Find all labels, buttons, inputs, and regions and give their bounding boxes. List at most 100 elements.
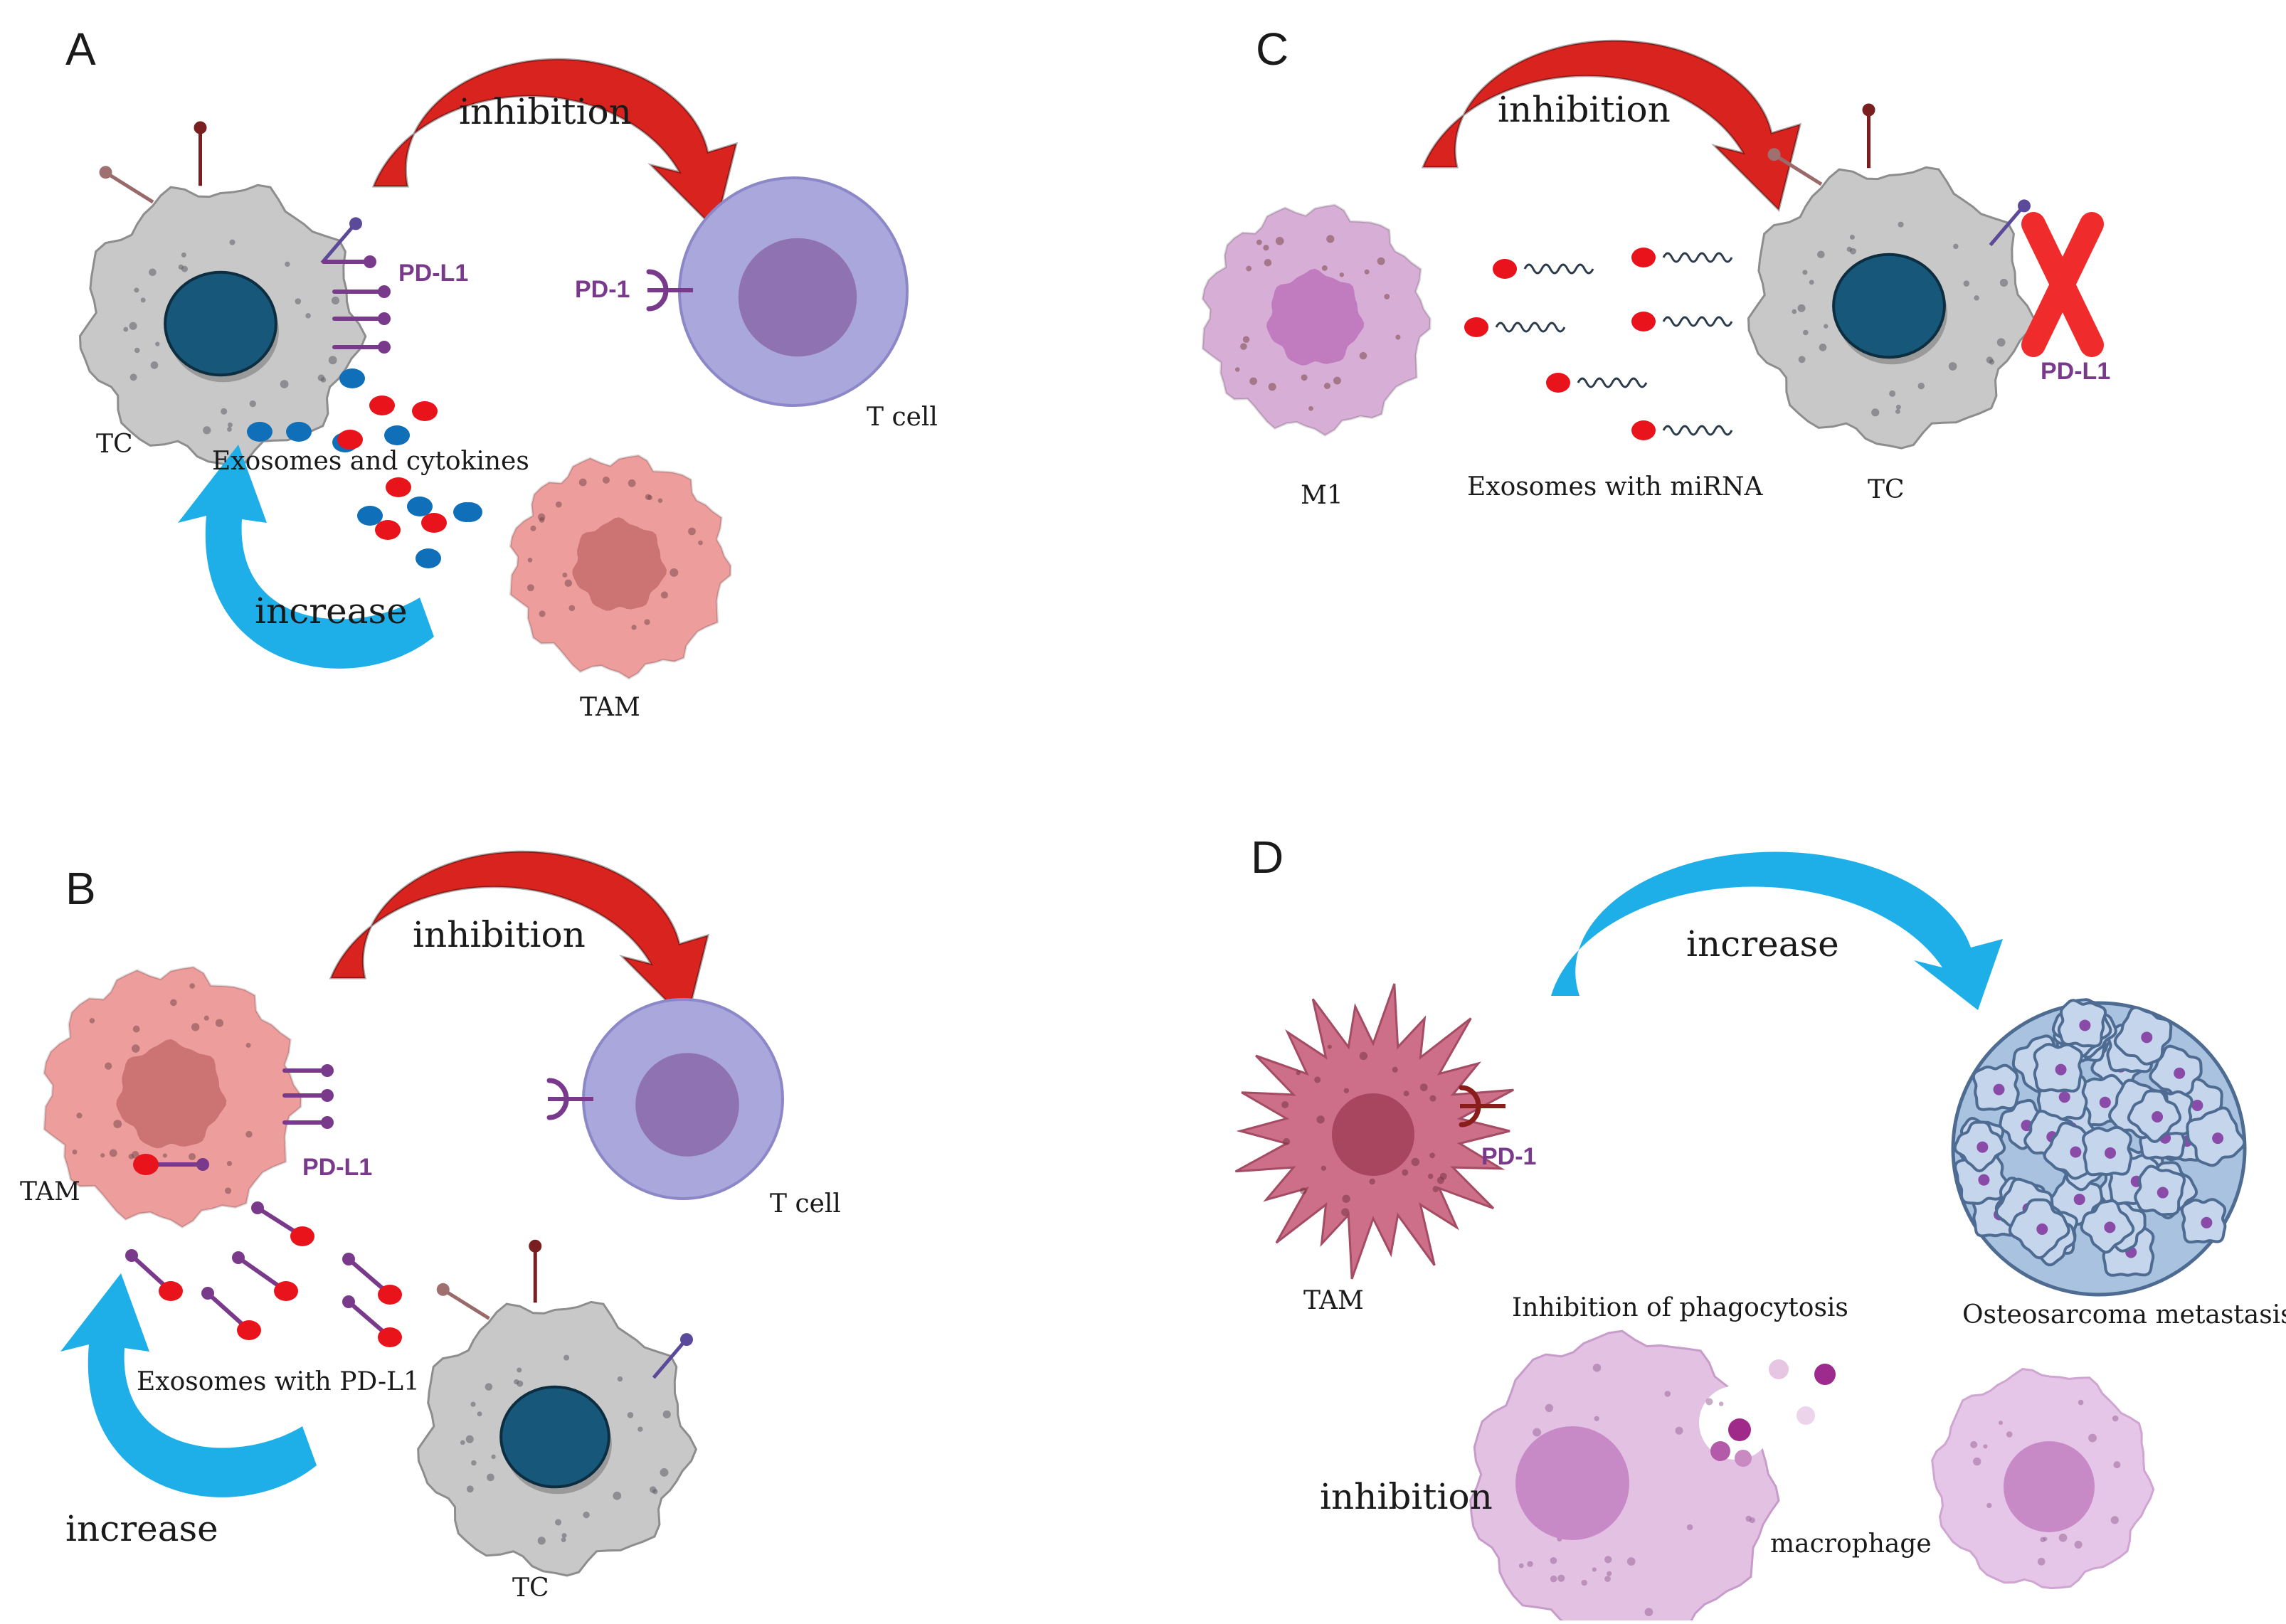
panel-d-macrophage-granule	[1594, 1416, 1599, 1421]
panel-c-tumor-cell-granule	[1817, 250, 1825, 259]
panel-a-pdl1-head	[378, 312, 391, 325]
panel-b-tam-granule	[224, 1187, 232, 1194]
panel-d-second-macrophage-granule	[2078, 1399, 2084, 1406]
panel-b-tam-granule	[132, 1025, 140, 1033]
panel-b-pd1-cup	[546, 1078, 569, 1120]
panel-a-tam-granule	[670, 568, 679, 577]
panel-c-mirna-exosome-vesicle	[1631, 248, 1656, 267]
panel-c-m1-granule	[1377, 257, 1385, 265]
panel-b-tam-granule	[191, 1023, 200, 1031]
panel-a-exosome	[386, 477, 411, 497]
panel-a-tumor-cell-granule	[129, 322, 137, 330]
panel-c-m1-granule	[1326, 235, 1335, 243]
panel-a-tumor-cell-granule	[331, 296, 340, 305]
panel-b-tam-granule	[245, 1130, 253, 1138]
panel-d-inhibition-label: inhibition	[1320, 1476, 1493, 1517]
panel-c-m1-granule	[1321, 265, 1328, 271]
panel-b-tumor-cell-antenna-tip	[529, 1239, 542, 1253]
panel-a-tam-granule	[688, 527, 696, 536]
panel-c-m1-granule	[1323, 383, 1330, 390]
panel-c-pdl1-label: PD-L1	[2041, 358, 2111, 385]
panel-b-pdl1-exosome-head	[201, 1287, 214, 1300]
panel-b-tumor-cell-granule	[583, 1511, 590, 1519]
panel-d-engulfed-particle	[1796, 1406, 1815, 1425]
panel-a-tam-granule	[526, 584, 534, 592]
panel-a-tumor-cell-granule	[134, 287, 139, 293]
panel-b-tam-granule	[105, 1062, 112, 1070]
panel-b-inhibition-label: inhibition	[413, 914, 586, 955]
panel-d-second-macrophage-granule	[2006, 1431, 2013, 1438]
panel-b-tumor-cell-granule	[466, 1485, 474, 1493]
panel-c-tumor-cell-granule	[1846, 246, 1852, 253]
panel-a-tumor-cell-antenna-tip	[349, 217, 362, 230]
panel-a-tam-granule	[628, 479, 636, 487]
panel-a-tam-granule	[527, 557, 533, 563]
panel-a-tumor-cell-granule	[203, 426, 211, 435]
panel-c-m1-granule	[1359, 351, 1367, 360]
panel-d-tam-granule	[1342, 1194, 1350, 1203]
panel-b-tumor-cell-granule	[537, 1537, 546, 1545]
panel-c-letter: C	[1256, 23, 1289, 75]
panel-d-osteosarcoma-cell-nucleus	[2141, 1031, 2153, 1044]
panel-a-tumor-cell-granule	[305, 313, 311, 319]
panel-c-m1-granule	[1308, 405, 1313, 411]
panel-b-pdl1-head	[321, 1089, 334, 1102]
panel-c-mirna-exosome-vesicle	[1546, 373, 1570, 393]
panel-a-tam-granule	[602, 476, 610, 484]
panel-a-tumor-cell-antenna-tip	[194, 121, 207, 134]
panel-c-tumor-cell-granule	[1898, 221, 1904, 228]
panel-d-tam-granule	[1392, 1066, 1398, 1073]
panel-d-osteosarcoma-cell-nucleus	[2079, 1019, 2091, 1031]
panel-b-tam-granule	[215, 1019, 224, 1027]
panel-a-tcell-label: T cell	[867, 403, 938, 432]
panel-b-tumor-cell-granule	[613, 1491, 622, 1500]
panel-d-macrophage-granule	[1675, 1426, 1683, 1435]
panel-c-mirna-exosome-vesicle	[1631, 312, 1656, 331]
panel-a-tam-granule	[644, 619, 650, 625]
panel-c-m1-granule	[1263, 245, 1269, 251]
panel-c-m1-granule	[1242, 336, 1250, 343]
panel-c-tc-label: TC	[1868, 475, 1905, 504]
panel-c-tumor-cell-antenna-tip	[1767, 148, 1781, 161]
panel-b-tumor-cell-granule	[491, 1454, 496, 1459]
panel-b-tam-granule	[203, 1015, 209, 1021]
panel-d-tam-granule	[1281, 1100, 1289, 1108]
panel-c-mirna-exosome-strand	[1577, 377, 1648, 388]
panel-a-tam-granule	[530, 525, 536, 531]
panel-c-m1-granule	[1275, 236, 1284, 245]
panel-a-tam-granule	[562, 572, 568, 578]
panel-d-tam-granule	[1359, 1051, 1368, 1061]
panel-b-tcell-label: T cell	[770, 1189, 841, 1219]
panel-a-cytokine	[416, 548, 441, 568]
panel-b-tam-granule	[131, 1044, 140, 1053]
panel-d-engulfed-particle	[1769, 1359, 1789, 1379]
panel-b-tam-granule	[72, 1150, 78, 1155]
panel-a-pd1-cup	[646, 269, 669, 312]
panel-d-tam-granule	[1419, 1083, 1428, 1091]
panel-b-tumor-cell-granule	[477, 1411, 482, 1417]
panel-d-second-macrophage-granule	[2112, 1415, 2119, 1422]
panel-a-tumor-cell-granule	[320, 377, 327, 383]
panel-d-macrophage-granule	[1745, 1515, 1752, 1522]
panel-a-inhibition-label: inhibition	[459, 91, 632, 132]
panel-c-tumor-cell-granule	[1889, 390, 1896, 397]
panel-d-phagocytosis-label: Inhibition of phagocytosis	[1512, 1293, 1848, 1322]
panel-b-letter: B	[65, 863, 96, 914]
panel-d-second-macrophage-granule	[2074, 1540, 2083, 1549]
panel-a-cytokine	[453, 502, 479, 522]
panel-d-osteosarcoma-cell-nucleus	[2058, 1091, 2070, 1103]
panel-d-osteosarcoma-cell-nucleus	[2157, 1187, 2169, 1199]
panel-d-macrophage-granule	[1664, 1391, 1671, 1397]
panel-d-second-macrophage-granule	[1986, 1502, 1992, 1509]
panel-b-tumor-cell-granule	[563, 1354, 570, 1361]
panel-c-m1-granule	[1339, 272, 1345, 277]
panel-c-mirna-exosome-strand	[1495, 322, 1566, 333]
panel-b-tam-granule	[189, 983, 195, 989]
panel-b-tumor-cell-nucleus	[499, 1385, 610, 1489]
panel-b-tc-label: TC	[512, 1573, 549, 1603]
panel-c-tumor-cell-granule	[1948, 362, 1957, 371]
panel-d-engulfed-particle	[1728, 1418, 1751, 1441]
panel-c-inhibition-arrow	[1421, 39, 1802, 212]
panel-c-tumor-cell-granule	[1819, 344, 1827, 351]
panel-b-pdl1-exosome-head	[342, 1295, 355, 1308]
